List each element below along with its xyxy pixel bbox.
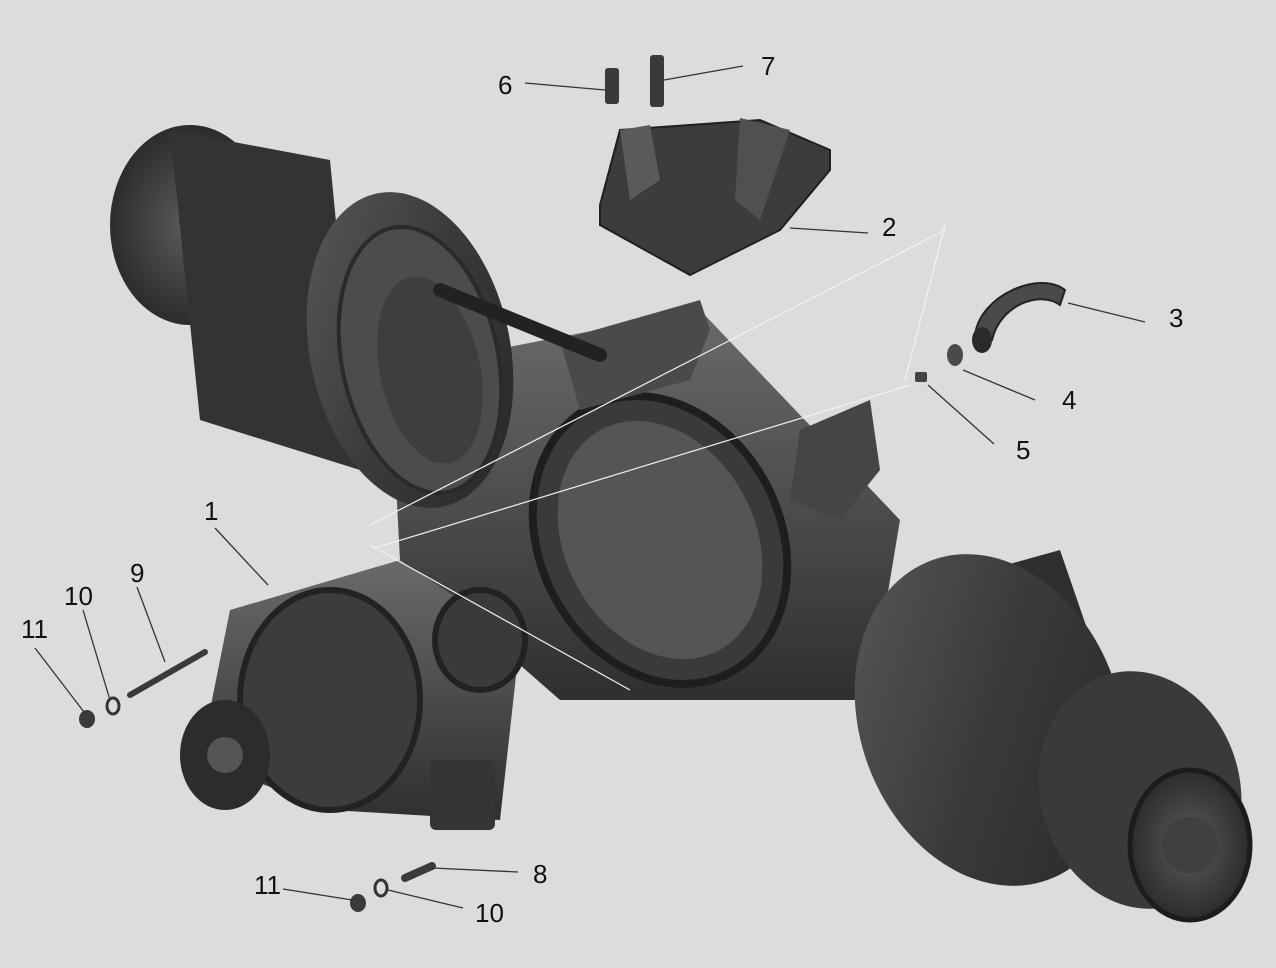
nut-bottom <box>350 894 366 912</box>
differential-assembly <box>180 560 528 830</box>
callout-10-left: 10 <box>64 581 93 611</box>
pin-short <box>401 862 436 882</box>
callout-1: 1 <box>204 496 218 526</box>
spring-bracket <box>599 118 831 277</box>
leader-lines <box>34 65 1146 909</box>
leader-3 <box>1067 302 1146 323</box>
plug <box>915 372 927 382</box>
leader-11b <box>282 888 353 901</box>
u-bracket <box>972 281 1067 353</box>
leader-2 <box>789 227 869 234</box>
leader-7 <box>663 65 744 81</box>
leader-5 <box>927 384 995 445</box>
callout-8: 8 <box>533 859 547 889</box>
callout-11-bottom: 11 <box>254 870 281 900</box>
leader-11a <box>34 647 85 713</box>
crown-gear <box>432 587 528 693</box>
leader-9 <box>136 586 166 663</box>
pin-long <box>127 649 208 698</box>
assembly-guide-lines <box>369 224 946 691</box>
callout-6: 6 <box>498 70 512 100</box>
callout-labels: 1 2 3 4 5 6 7 8 9 10 10 11 11 <box>21 51 1183 928</box>
leader-1 <box>214 527 269 586</box>
nut-left <box>79 710 95 728</box>
callout-3: 3 <box>1169 303 1183 333</box>
callout-10-bottom: 10 <box>475 898 504 928</box>
callout-7: 7 <box>761 51 775 81</box>
callout-11-left: 11 <box>21 614 48 644</box>
bolt-short <box>605 68 619 104</box>
lock-ring-left <box>105 696 121 716</box>
callout-4: 4 <box>1062 385 1076 415</box>
callout-2: 2 <box>882 212 896 242</box>
leader-10a <box>82 609 111 701</box>
leader-6 <box>524 82 606 91</box>
leader-4 <box>962 369 1036 401</box>
washer <box>947 344 963 366</box>
leader-8 <box>431 867 519 873</box>
callout-9: 9 <box>130 558 144 588</box>
axle-housing <box>390 300 900 700</box>
leader-10b <box>387 889 464 909</box>
lock-ring-bottom <box>373 878 389 898</box>
bolt-long <box>650 55 664 107</box>
left-wheel-end <box>110 125 607 508</box>
right-wheel-end <box>854 550 1253 923</box>
callout-5: 5 <box>1016 435 1030 465</box>
